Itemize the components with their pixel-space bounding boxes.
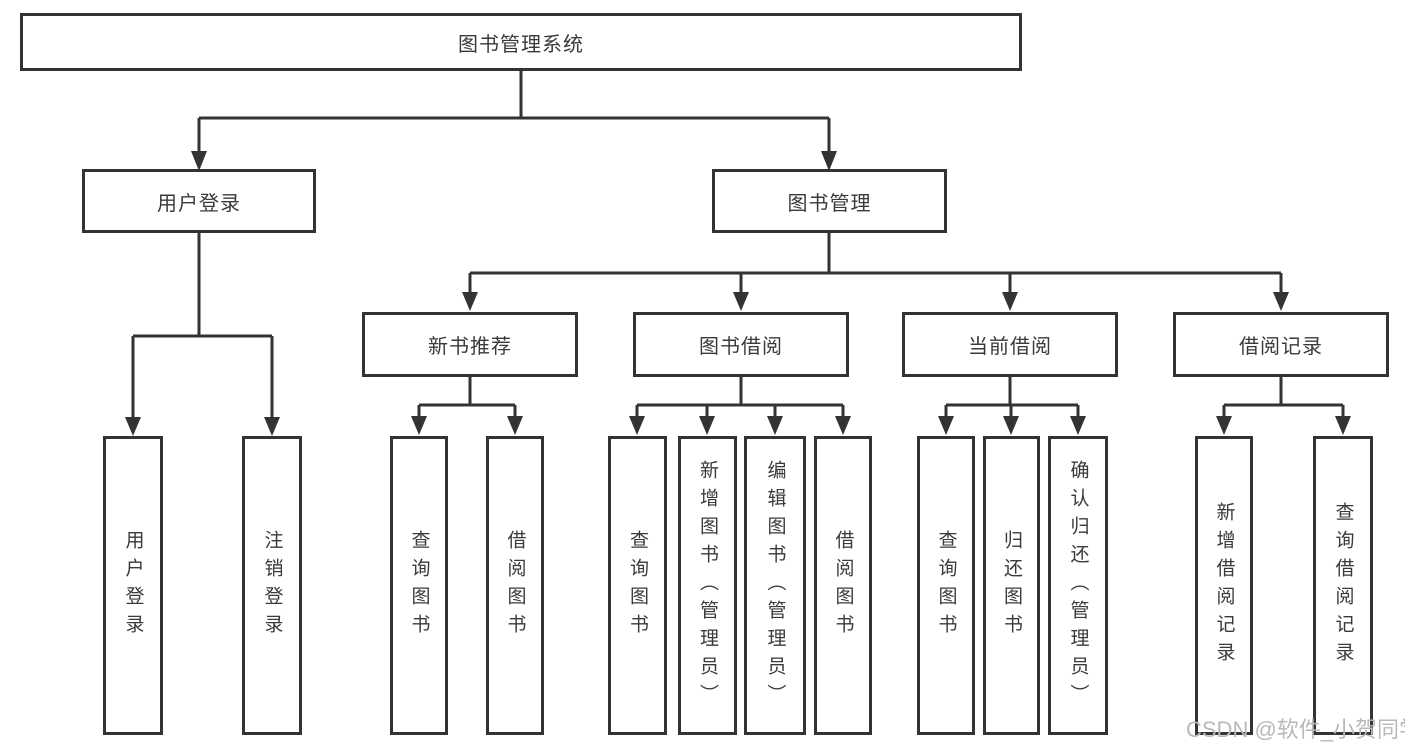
node-leaf-confirm-return-admin: 确认归还（管理员） xyxy=(1048,436,1108,735)
arrowhead-icon xyxy=(1070,416,1086,435)
node-user-login-branch: 用户登录 xyxy=(82,169,316,233)
edge-lines xyxy=(131,71,1345,418)
node-leaf-logout: 注销登录 xyxy=(242,436,302,735)
arrowhead-icon xyxy=(699,416,715,435)
arrowhead-icon xyxy=(835,416,851,435)
arrowhead-icon xyxy=(1335,416,1351,435)
leaf-label: 新增借阅记录 xyxy=(1213,501,1235,670)
leaf-label: 借阅图书 xyxy=(832,529,854,642)
leaf-label: 查询图书 xyxy=(627,529,648,642)
node-book-management-branch: 图书管理 xyxy=(712,169,947,233)
node-leaf-query-book-bb: 查询图书 xyxy=(608,436,667,735)
arrowhead-icon xyxy=(411,416,427,435)
arrowhead-icon xyxy=(733,292,749,311)
node-current-borrow: 当前借阅 xyxy=(902,312,1118,377)
arrowhead-icon xyxy=(821,151,837,171)
node-leaf-borrow-book-nb: 借阅图书 xyxy=(486,436,544,735)
node-book-borrow: 图书借阅 xyxy=(633,312,849,377)
leaf-label: 归还图书 xyxy=(1001,529,1022,642)
node-leaf-add-book-admin: 新增图书（管理员） xyxy=(678,436,737,735)
node-leaf-borrow-book-bb: 借阅图书 xyxy=(814,436,872,735)
arrowhead-icon xyxy=(767,416,783,435)
arrowhead-icon xyxy=(938,416,954,435)
arrowhead-icon xyxy=(125,417,141,436)
leaf-label: 借阅图书 xyxy=(504,529,526,642)
leaf-label: 查询图书 xyxy=(408,529,430,642)
leaf-label: 用户登录 xyxy=(122,529,144,642)
arrowhead-icon xyxy=(1003,416,1019,435)
arrowhead-icon xyxy=(629,416,645,435)
leaf-label: 查询借阅记录 xyxy=(1332,501,1354,670)
arrowhead-icon xyxy=(1273,292,1289,311)
node-leaf-user-login: 用户登录 xyxy=(103,436,163,735)
arrowhead-icon xyxy=(264,417,280,436)
node-leaf-query-borrow-record: 查询借阅记录 xyxy=(1313,436,1373,735)
leaf-label: 查询图书 xyxy=(935,529,957,642)
node-leaf-return-book: 归还图书 xyxy=(983,436,1040,735)
node-root-system: 图书管理系统 xyxy=(20,13,1022,71)
leaf-label: 新增图书（管理员） xyxy=(697,459,718,712)
node-leaf-edit-book-admin: 编辑图书（管理员） xyxy=(744,436,806,735)
node-new-book-recommend: 新书推荐 xyxy=(362,312,578,377)
arrowhead-icon xyxy=(1002,292,1018,311)
node-leaf-query-book-cb: 查询图书 xyxy=(917,436,975,735)
arrowhead-icon xyxy=(191,151,207,171)
arrowhead-icon xyxy=(507,416,523,435)
node-leaf-query-book-nb: 查询图书 xyxy=(390,436,448,735)
arrowheads xyxy=(125,151,1351,436)
node-borrow-records: 借阅记录 xyxy=(1173,312,1389,377)
arrowhead-icon xyxy=(462,292,478,311)
node-leaf-add-borrow-record: 新增借阅记录 xyxy=(1195,436,1253,735)
leaf-label: 确认归还（管理员） xyxy=(1067,459,1089,712)
leaf-label: 注销登录 xyxy=(261,529,283,642)
leaf-label: 编辑图书（管理员） xyxy=(764,459,786,712)
csdn-watermark: CSDN @软件_小贺同学 xyxy=(1186,717,1405,742)
arrowhead-icon xyxy=(1216,416,1232,435)
